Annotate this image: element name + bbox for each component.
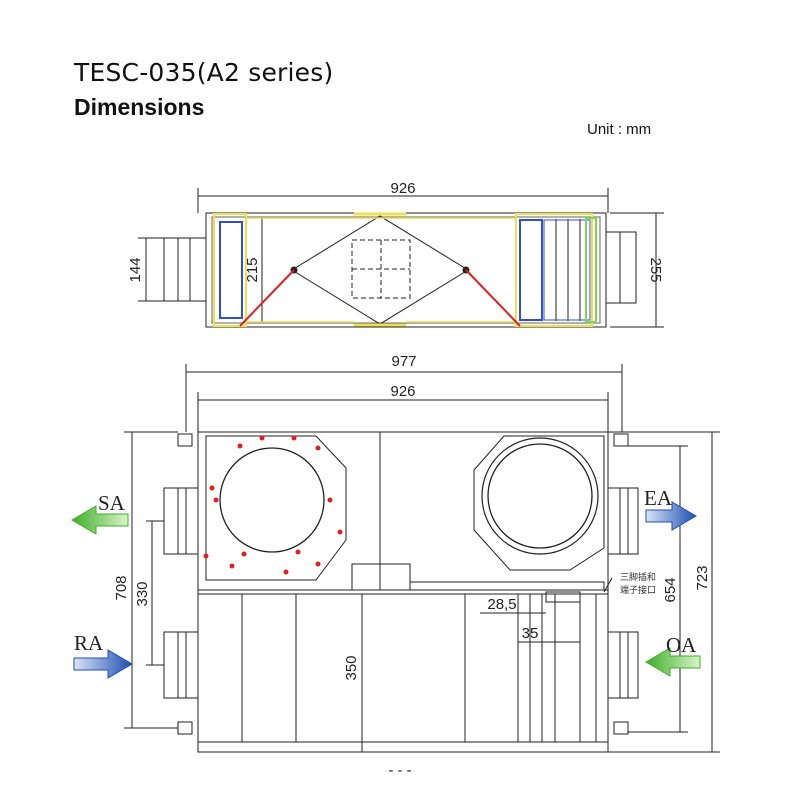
supply-fan-markers [203, 435, 343, 575]
bracket-bottom-left [177, 721, 193, 735]
top-left-duct [163, 237, 207, 302]
bracket-top-right [613, 433, 629, 447]
front-body [197, 431, 609, 753]
product-title: TESC-035(A2 series) [74, 58, 334, 87]
ea-duct [607, 487, 639, 555]
dim-144: 144 [127, 257, 144, 282]
supply-fan-housing [205, 435, 347, 581]
right-filter-outline [515, 213, 593, 327]
right-filter-frame [543, 219, 591, 321]
dim-28-5: 28,5 [487, 596, 516, 613]
ra-label: RA [74, 631, 104, 655]
dim-977: 977 [391, 353, 416, 370]
sa-label: SA [98, 491, 126, 515]
right-filter [519, 219, 543, 321]
bottom-mark: - - - [388, 762, 411, 779]
bracket-top-left [177, 433, 193, 447]
top-body [205, 212, 607, 328]
dim-255: 255 [647, 257, 664, 282]
top-view [138, 188, 664, 328]
oa-label: OA [666, 633, 697, 657]
dim-35: 35 [522, 625, 539, 642]
supply-fan [219, 447, 325, 553]
section-title: Dimensions [74, 94, 205, 120]
unit-label: Unit : mm [587, 121, 652, 138]
ea-label: EA [644, 486, 673, 510]
bracket-bottom-right [613, 721, 629, 735]
ra-duct [163, 631, 199, 699]
dim-926-front: 926 [390, 383, 415, 400]
right-green-seal [585, 217, 597, 323]
oa-duct [607, 631, 639, 699]
left-filter [219, 221, 243, 319]
ea-arrow [645, 501, 697, 531]
dim-330: 330 [134, 581, 151, 606]
dim-215: 215 [244, 257, 261, 282]
terminal-note-line1: 三脚插和 [620, 571, 656, 583]
dim-654: 654 [662, 577, 679, 602]
top-right-duct [605, 231, 637, 304]
exhaust-fan [487, 443, 593, 549]
terminal-note-line2: 端子接口 [620, 584, 656, 596]
control-box [351, 563, 411, 591]
exhaust-fan-housing [473, 435, 605, 571]
left-filter-outline [213, 213, 247, 327]
sa-duct [163, 487, 199, 555]
front-view [124, 364, 720, 753]
top-view-filters [213, 212, 597, 327]
dim-723: 723 [694, 565, 711, 590]
top-inner-body [211, 216, 601, 324]
ra-arrow [73, 649, 133, 679]
dim-708: 708 [113, 575, 130, 600]
heat-exchanger-core [291, 215, 469, 325]
sa-arrow [71, 505, 129, 535]
bypass-damper-right [465, 269, 521, 327]
dim-926-top: 926 [390, 180, 415, 197]
oa-arrow [645, 647, 701, 677]
dim-350: 350 [343, 655, 360, 680]
bypass-damper-left [239, 269, 295, 327]
